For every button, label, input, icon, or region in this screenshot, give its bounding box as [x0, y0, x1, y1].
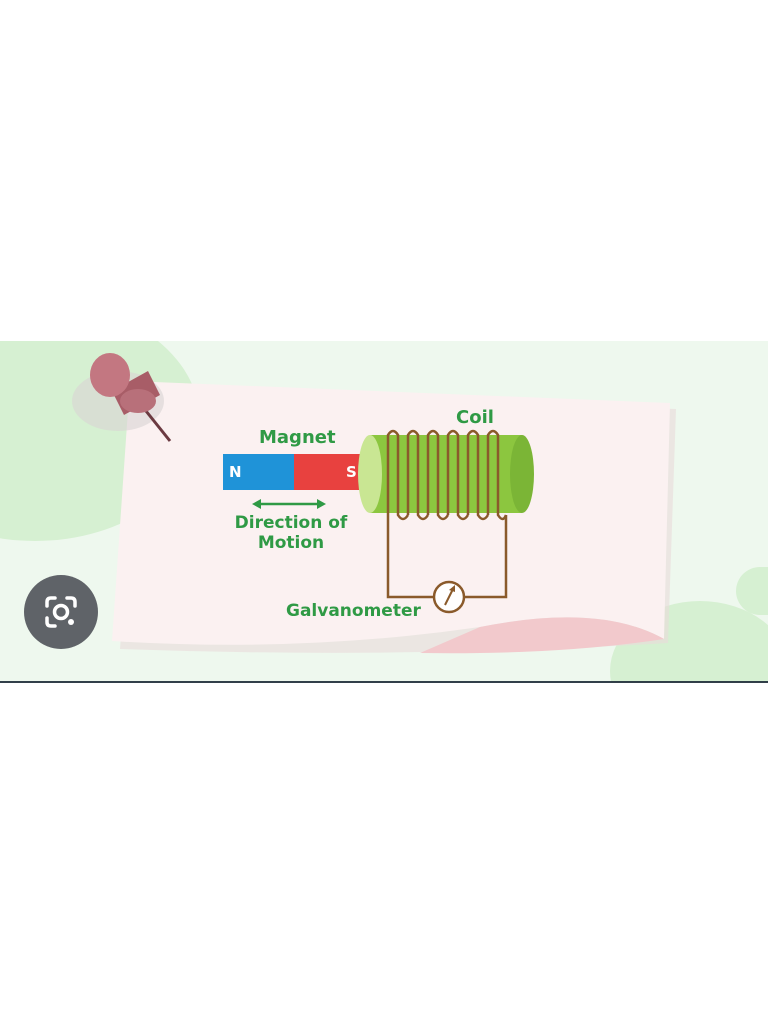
google-lens-camera-icon	[45, 596, 77, 628]
circuit-wire	[386, 515, 508, 599]
direction-label: Direction of Motion	[234, 513, 348, 553]
galvanometer-icon	[432, 580, 466, 614]
direction-arrow-icon	[252, 499, 326, 509]
diagram-banner: Magnet Coil Direction of Motion Galvanom…	[0, 341, 768, 682]
google-lens-button[interactable]	[24, 575, 98, 649]
coil-label: Coil	[456, 407, 494, 428]
background-blob	[736, 567, 768, 615]
banner-bottom-edge	[0, 681, 768, 683]
magnet-north	[223, 454, 294, 490]
galvanometer-label: Galvanometer	[286, 601, 421, 621]
south-pole-label: S	[346, 463, 357, 481]
bar-magnet	[223, 454, 364, 490]
coil-windings	[386, 429, 508, 521]
magnet-label: Magnet	[259, 427, 336, 448]
coil-cylinder	[358, 435, 534, 513]
push-pin-icon	[72, 353, 172, 442]
north-pole-label: N	[229, 463, 242, 481]
note-curl	[420, 617, 664, 654]
magnet-south	[294, 454, 364, 490]
note-graphic	[72, 353, 676, 654]
sticky-note: Magnet Coil Direction of Motion Galvanom…	[0, 341, 768, 682]
